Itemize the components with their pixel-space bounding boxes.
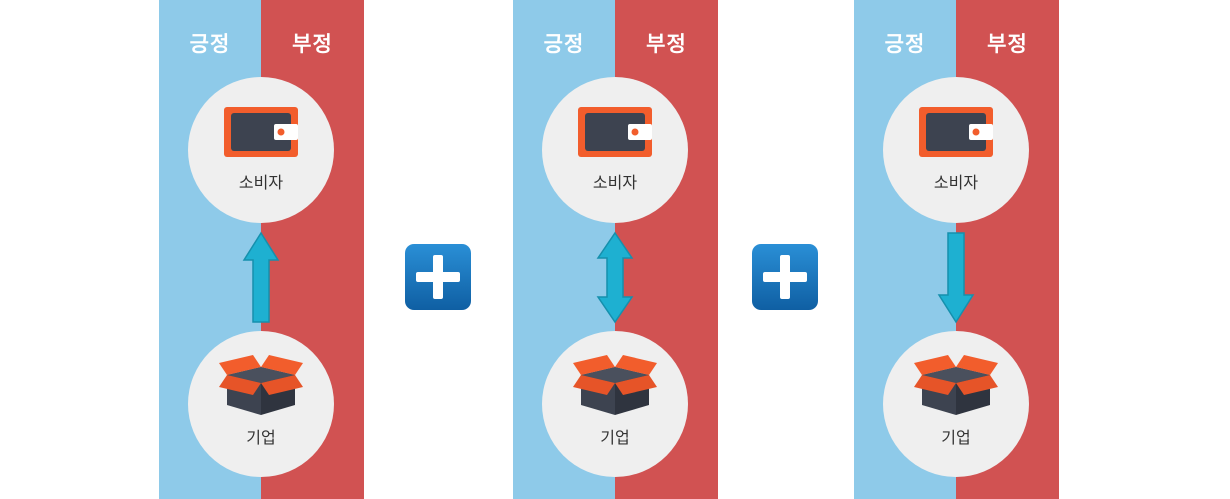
consumer-label: 소비자 [238, 173, 284, 192]
consumer-label: 소비자 [933, 173, 979, 192]
negative-label: 부정 [987, 32, 1028, 56]
company-label: 기업 [246, 428, 276, 447]
panel-2: 긍정 부정 소비자 기업 [513, 0, 718, 499]
arrow-up-icon [242, 231, 280, 323]
negative-label: 부정 [292, 32, 333, 56]
wallet-icon [578, 107, 652, 157]
panel-1: 긍정 부정 소비자 기업 [159, 0, 364, 499]
arrow-bidirectional-icon [596, 231, 634, 324]
company-node: 기업 [542, 331, 688, 477]
box-icon [573, 355, 657, 415]
positive-label: 긍정 [543, 32, 585, 56]
arrow-down-icon [937, 232, 975, 324]
consumer-node: 소비자 [188, 77, 334, 223]
company-label: 기업 [600, 428, 630, 447]
panel-3: 긍정 부정 소비자 기업 [854, 0, 1059, 499]
positive-label: 긍정 [189, 32, 231, 56]
company-node: 기업 [188, 331, 334, 477]
box-icon [219, 355, 303, 415]
company-node: 기업 [883, 331, 1029, 477]
wallet-icon [919, 107, 993, 157]
consumer-label: 소비자 [592, 173, 638, 192]
plus-icon [405, 244, 471, 310]
consumer-node: 소비자 [542, 77, 688, 223]
plus-icon [752, 244, 818, 310]
positive-label: 긍정 [884, 32, 926, 56]
wallet-icon [224, 107, 298, 157]
negative-label: 부정 [646, 32, 687, 56]
box-icon [914, 355, 998, 415]
consumer-node: 소비자 [883, 77, 1029, 223]
company-label: 기업 [941, 428, 971, 447]
